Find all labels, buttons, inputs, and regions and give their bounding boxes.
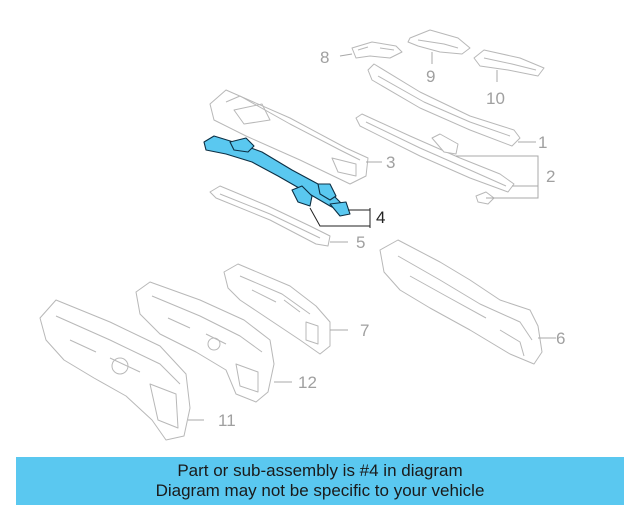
callout-8: 8: [320, 48, 329, 67]
callout-9: 9: [426, 67, 435, 86]
callout-7: 7: [360, 321, 369, 340]
callout-2: 2: [546, 167, 555, 186]
part-2-drawing: [355, 113, 515, 205]
callout-10: 10: [486, 89, 505, 108]
info-banner: Part or sub-assembly is #4 in diagram Di…: [16, 457, 624, 505]
callout-11: 11: [218, 411, 236, 430]
part-11-drawing: [39, 299, 191, 441]
callout-1: 1: [538, 133, 547, 152]
parts-diagram: 8 9 10 1 2 3 4 5 6 7 12 11: [39, 29, 565, 441]
callout-5: 5: [356, 233, 365, 252]
part-8-drawing: [351, 41, 403, 59]
part-7-drawing: [223, 263, 331, 355]
callout-12: 12: [298, 373, 317, 392]
callout-3: 3: [386, 153, 395, 172]
part-9-drawing: [407, 29, 471, 55]
part-5-drawing: [209, 185, 331, 247]
callout-6: 6: [556, 329, 565, 348]
part-6-drawing: [379, 239, 543, 365]
part-10-drawing: [473, 49, 545, 77]
leader-lines: [188, 52, 556, 421]
callout-4: 4: [376, 208, 385, 227]
banner-line-1: Part or sub-assembly is #4 in diagram: [177, 461, 463, 480]
banner-line-2: Diagram may not be specific to your vehi…: [155, 481, 485, 500]
part-4-drawing: [203, 135, 351, 217]
part-3-drawing: [209, 89, 369, 185]
part-12-drawing: [135, 281, 275, 403]
part-1-drawing: [367, 63, 521, 147]
